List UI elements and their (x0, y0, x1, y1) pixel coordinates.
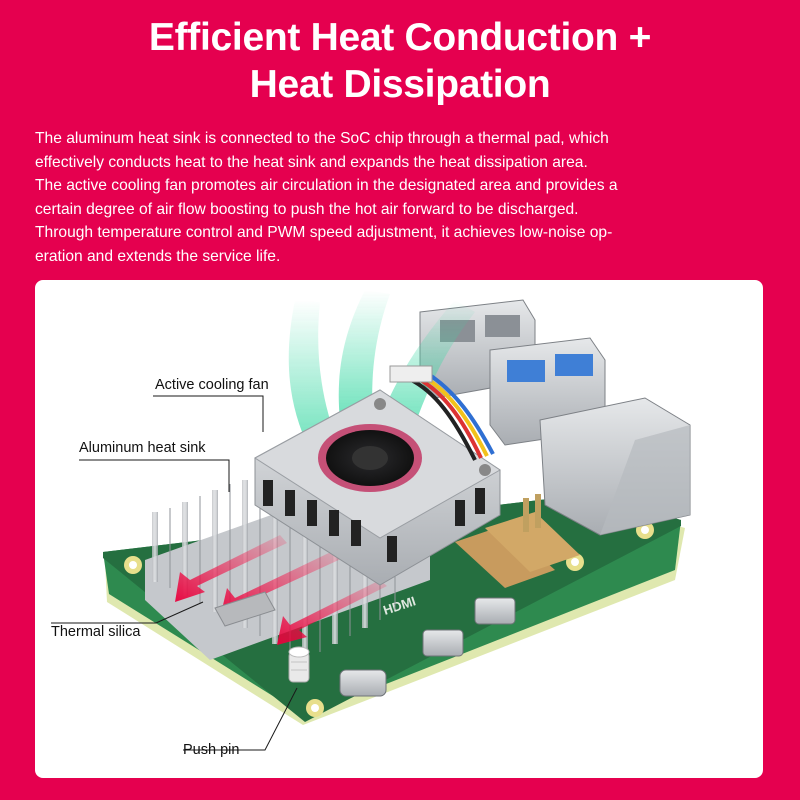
callout-line-fan (153, 395, 264, 432)
callout-lines (51, 395, 298, 751)
callout-line-heatsink (79, 459, 230, 492)
description-line: The aluminum heat sink is connected to t… (35, 130, 609, 147)
description-text: The aluminum heat sink is connected to t… (35, 127, 771, 268)
product-image-panel: HDMI (35, 280, 763, 778)
description-line: The active cooling fan promotes air circ… (35, 177, 618, 194)
thermal-silica-pad (214, 591, 276, 627)
callout-push-pin: Push pin (183, 742, 240, 758)
title-line-1: Efficient Heat Conduction + (148, 16, 652, 59)
fan-cable (389, 365, 495, 461)
heat-flow-arrows (175, 535, 387, 645)
description-line: certain degree of air flow boosting to p… (35, 200, 579, 218)
description-line: Through temperature control and PWM spee… (35, 224, 613, 241)
callout-active-cooling-fan: Active cooling fan (155, 377, 269, 393)
camera-connectors (455, 494, 580, 588)
fan (318, 424, 422, 492)
description-line: eration and extends the service life. (35, 247, 281, 265)
page-title: Efficient Heat Conduction + Heat Dissipa… (0, 14, 800, 108)
push-pin (288, 646, 310, 683)
callout-aluminum-heat-sink: Aluminum heat sink (79, 440, 206, 456)
ethernet-port (539, 397, 691, 536)
airflow-streams (288, 290, 475, 450)
description-line: effectively conducts heat to the heat si… (35, 153, 588, 171)
callout-thermal-silica: Thermal silica (51, 624, 141, 640)
callout-line-silica (51, 601, 204, 624)
board-illustration: HDMI (51, 290, 691, 751)
callout-line-pin (183, 687, 298, 751)
title-line-2: Heat Dissipation (249, 63, 551, 106)
